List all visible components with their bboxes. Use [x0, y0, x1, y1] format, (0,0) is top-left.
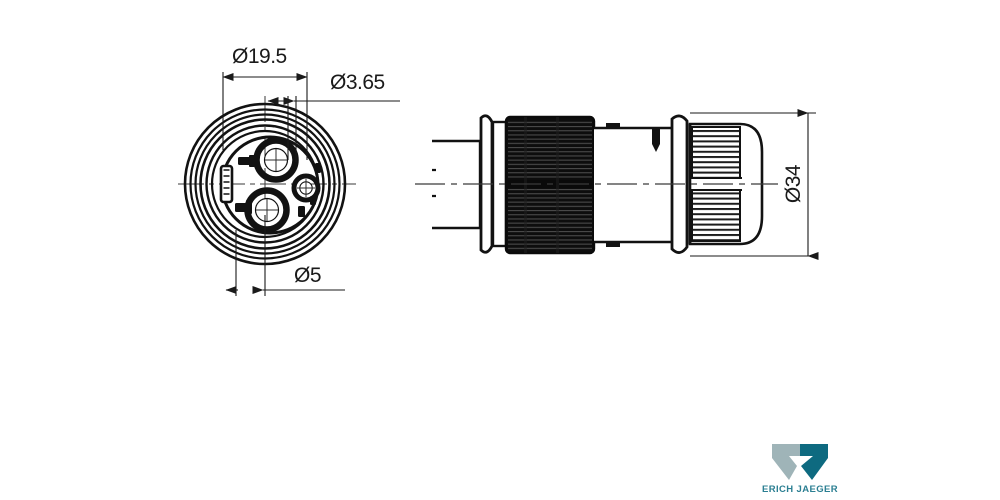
knurled-body — [504, 115, 596, 255]
dimension-label-5: Ø5 — [294, 264, 321, 287]
keyway-slot — [219, 164, 234, 204]
contact-small-right — [291, 173, 321, 203]
cable-entry-notches — [432, 168, 436, 198]
front-view-centerlines — [178, 96, 356, 276]
dimension-diameter-19-5: Ø19.5 — [222, 45, 308, 160]
dimension-label-19-5: Ø19.5 — [232, 45, 287, 68]
logo-mark-left — [772, 444, 806, 480]
dimension-label-3-65: Ø3.65 — [330, 71, 385, 94]
logo-wordmark: ERICH JAEGER — [762, 484, 838, 495]
front-face-view — [178, 96, 356, 276]
side-elevation-view — [415, 114, 778, 255]
dimension-label-34: Ø34 — [782, 164, 805, 203]
dimension-diameter-5: Ø5 — [225, 215, 345, 296]
dimension-diameter-34: Ø34 — [690, 109, 819, 260]
logo-mark-right — [800, 444, 828, 480]
erich-jaeger-logo: ERICH JAEGER — [762, 444, 838, 495]
dimension-diameter-3-65: Ø3.65 — [267, 71, 400, 162]
mid-barrel — [594, 126, 676, 244]
contact-large-bottom — [244, 187, 290, 233]
barrel-keyway-marks — [606, 123, 660, 247]
